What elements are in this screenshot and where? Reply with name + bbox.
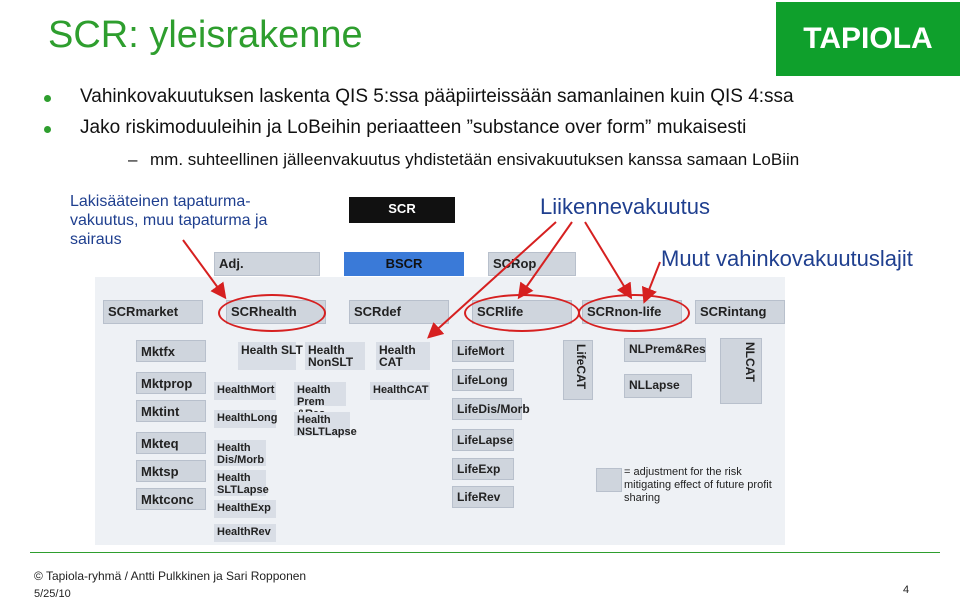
nl-prem-res: NLPrem&Res	[624, 338, 706, 362]
tapiola-logo: TAPIOLA	[776, 2, 960, 76]
nl-lapse: NLLapse	[624, 374, 692, 398]
highlight-oval-health	[218, 294, 326, 332]
page-title: SCR: yleisrakenne	[48, 14, 363, 56]
annotation-other: Muut vahinkovakuutuslajit	[661, 246, 913, 271]
mkt-prop: Mktprop	[136, 372, 206, 394]
nl-cat: NLCAT	[720, 338, 762, 404]
highlight-oval-nonlife	[578, 294, 690, 332]
health-rev: HealthRev	[214, 524, 276, 542]
subbullet-dash: –	[128, 150, 138, 169]
annotation-traffic: Liikennevakuutus	[540, 194, 711, 219]
life-rev: LifeRev	[452, 486, 514, 508]
footer-divider	[30, 552, 940, 553]
health-mort: HealthMort	[214, 382, 276, 400]
health-slt-lapse: Health SLTLapse	[214, 470, 269, 496]
life-exp: LifeExp	[452, 458, 514, 480]
bullet-dot	[44, 95, 51, 102]
scr-box: SCR	[349, 197, 455, 223]
life-cat: LifeCAT	[563, 340, 593, 400]
module-scr-intang: SCRintang	[695, 300, 785, 324]
health-cat: Health CAT	[376, 342, 430, 370]
health-dis-morb: Health Dis/Morb	[214, 440, 266, 466]
life-mort: LifeMort	[452, 340, 514, 362]
annotation-health: Lakisääteinen tapaturma-vakuutus, muu ta…	[70, 193, 268, 248]
bullet-dot	[44, 126, 51, 133]
footer-date: 5/25/10	[34, 588, 71, 600]
life-dis-morb: LifeDis/Morb	[452, 398, 530, 420]
scrop-box: SCRop	[488, 252, 576, 276]
adj-box: Adj.	[214, 252, 320, 276]
footer-copyright: © Tapiola-ryhmä / Antti Pulkkinen ja Sar…	[34, 569, 307, 583]
mkt-fx: Mktfx	[136, 340, 206, 362]
life-long: LifeLong	[452, 369, 514, 391]
bscr-box: BSCR	[344, 252, 464, 276]
health-nslt-lapse: Health NSLTLapse	[294, 412, 357, 438]
page-number: 4	[903, 584, 910, 596]
mkt-sp: Mktsp	[136, 460, 206, 482]
module-scr-market: SCRmarket	[103, 300, 203, 324]
health-exp: HealthExp	[214, 500, 276, 518]
health-nonslt: Health NonSLT	[305, 342, 365, 370]
bullet-1: Vahinkovakuutuksen laskenta QIS 5:ssa pä…	[80, 86, 794, 107]
mkt-eq: Mkteq	[136, 432, 206, 454]
subbullet: mm. suhteellinen jälleenvakuutus yhdiste…	[150, 150, 800, 169]
health-cat-sub: HealthCAT	[370, 382, 430, 400]
life-lapse: LifeLapse	[452, 429, 514, 451]
legend-swatch	[596, 468, 622, 492]
health-long: HealthLong	[214, 410, 278, 428]
mkt-conc: Mktconc	[136, 488, 206, 510]
legend-text: = adjustment for the risk mitigating eff…	[624, 466, 772, 504]
mkt-int: Mktint	[136, 400, 206, 422]
bullet-2: Jako riskimoduuleihin ja LoBeihin periaa…	[80, 117, 747, 138]
health-slt: Health SLT	[238, 342, 303, 370]
module-scr-def: SCRdef	[349, 300, 449, 324]
